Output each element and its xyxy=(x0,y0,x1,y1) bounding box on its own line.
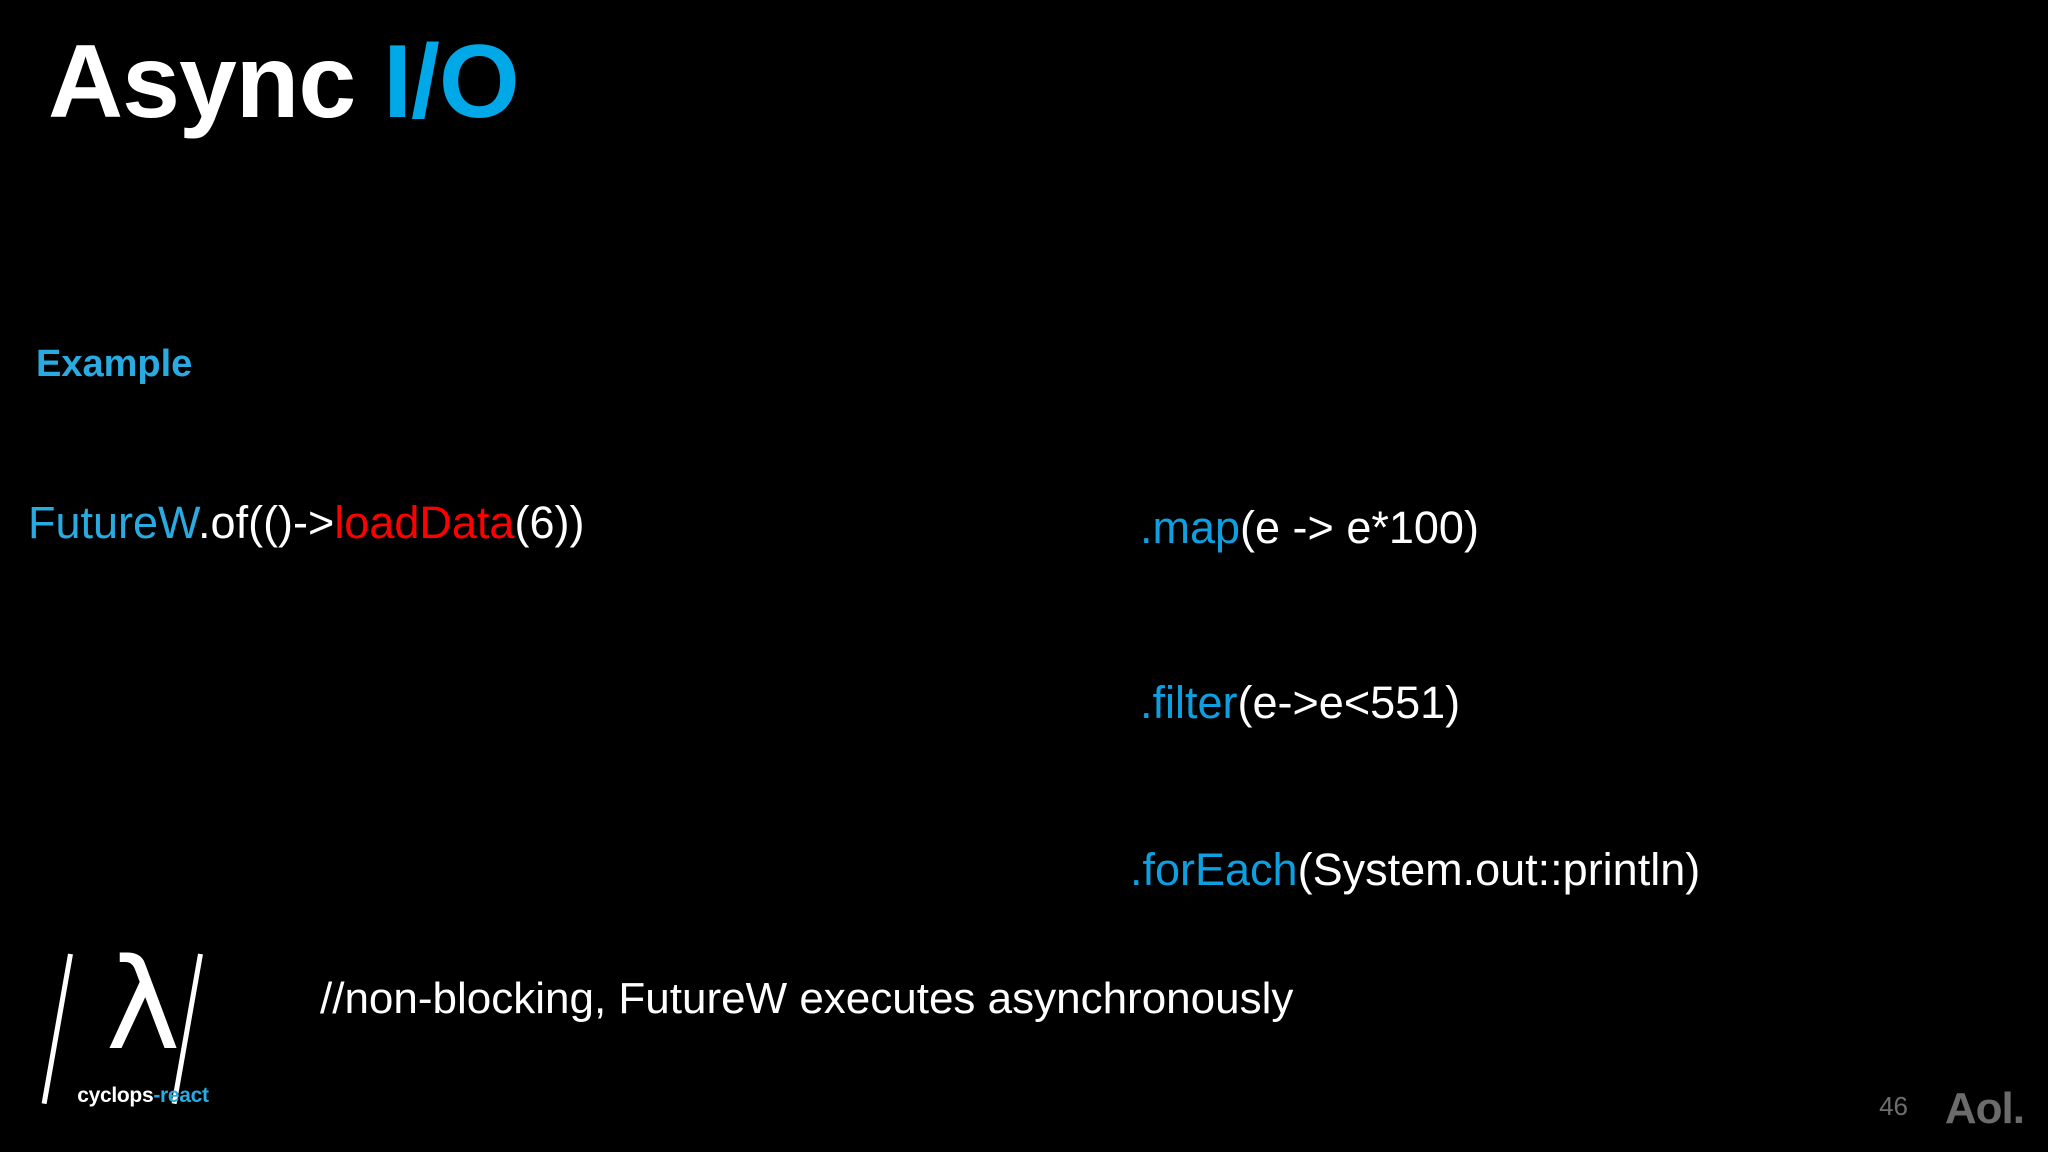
code-line-foreach: .forEach(System.out::println) xyxy=(1130,845,1700,895)
page-title: Async I/O xyxy=(48,24,520,140)
token-filter-args: (e->e<551) xyxy=(1237,677,1461,728)
token-futurew-call: loadData xyxy=(334,497,515,548)
page-title-accent: I/O xyxy=(383,24,520,140)
token-map-args: (e -> e*100) xyxy=(1240,502,1479,553)
logo-wordmark-accent: -react xyxy=(153,1084,209,1107)
token-map-method: .map xyxy=(1140,502,1241,553)
token-futurew-tail: (6)) xyxy=(514,497,585,548)
lambda-icon: λ xyxy=(105,931,181,1078)
token-futurew-type: FutureW xyxy=(28,497,199,548)
code-comment: //non-blocking, FutureW executes asynchr… xyxy=(320,974,1294,1023)
cyclops-react-logo: λ cyclops-react xyxy=(41,942,238,1110)
token-foreach-args: (System.out::println) xyxy=(1297,844,1701,895)
aol-brand-logo: Aol. xyxy=(1944,1084,2025,1133)
code-line-map: .map(e -> e*100) xyxy=(1140,503,1479,553)
section-label-example: Example xyxy=(36,343,193,385)
code-line-futurew: FutureW.of(()->loadData(6)) xyxy=(28,498,584,548)
page-title-main: Async xyxy=(48,24,356,140)
logo-wordmark-primary: cyclops xyxy=(77,1084,154,1107)
page-number: 46 xyxy=(1879,1091,1908,1121)
token-futurew-mid: .of(()-> xyxy=(198,497,335,548)
token-foreach-method: .forEach xyxy=(1130,844,1298,895)
logo-wordmark: cyclops-react xyxy=(48,1084,238,1108)
code-line-filter: .filter(e->e<551) xyxy=(1140,678,1460,728)
token-filter-method: .filter xyxy=(1140,677,1238,728)
